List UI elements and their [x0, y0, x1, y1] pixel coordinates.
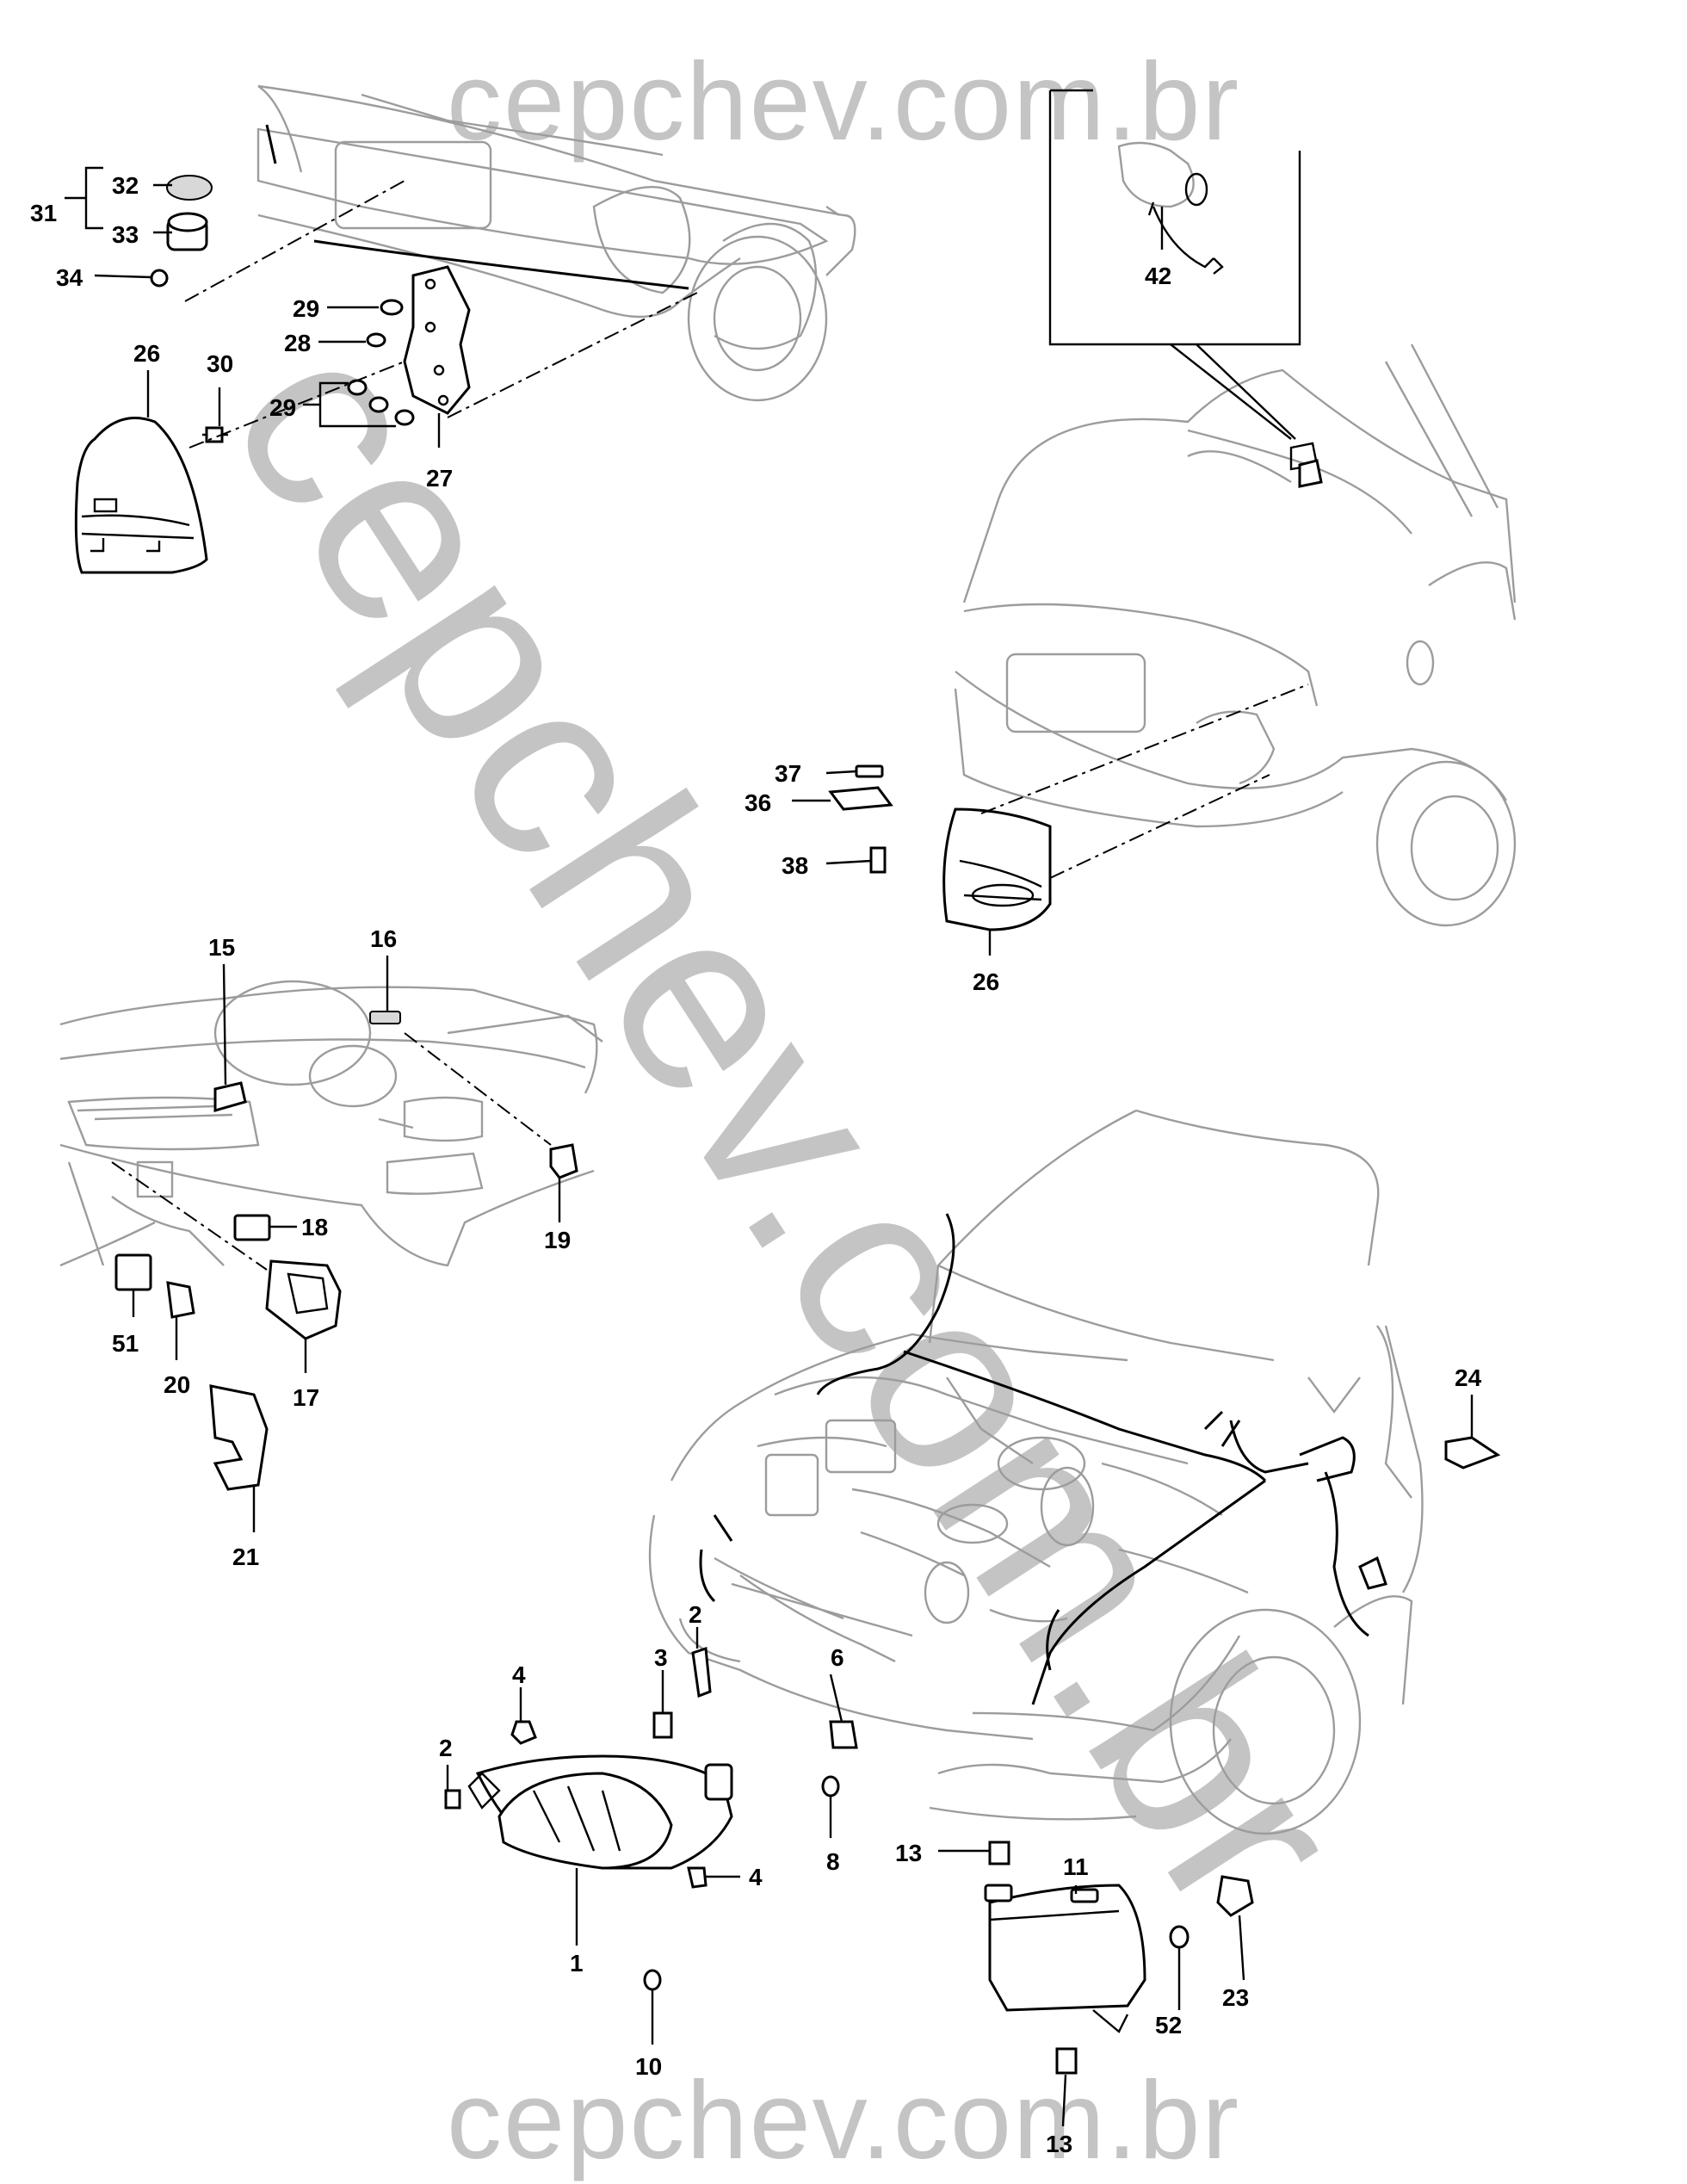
- headlamp-hardware-2-3-4-6-8-10: [444, 1646, 858, 1991]
- callout-8: 8: [826, 1848, 840, 1875]
- socket-31-32-33-screw-30: [166, 175, 228, 443]
- callout-38: 38: [782, 852, 808, 879]
- callouts: 32 31 33 34 29 28 26 30 29 27 42 37 36 3…: [30, 172, 1482, 2157]
- callout-16: 16: [370, 925, 397, 952]
- callout-21: 21: [232, 1544, 259, 1570]
- sedan-dash-lines: [980, 684, 1309, 879]
- callout-34: 34: [56, 264, 83, 291]
- callout-15: 15: [208, 934, 235, 961]
- callout-13-upper: 13: [895, 1840, 922, 1866]
- headlamp-1: [467, 1754, 733, 1870]
- callout-28: 28: [284, 330, 311, 356]
- callout-17: 17: [293, 1384, 319, 1411]
- callout-3: 3: [654, 1644, 668, 1671]
- dash-switches-15-16-19: [213, 1011, 578, 1179]
- dash-parts-17-18-20-21-51: [111, 1161, 342, 1491]
- rear-hatchback-view: [256, 84, 856, 402]
- fog-parts-13-23-24-52: [988, 1436, 1501, 2075]
- callout-23: 23: [1222, 1984, 1249, 2011]
- callout-2-lower: 2: [439, 1735, 453, 1761]
- callout-4-upper: 4: [512, 1661, 526, 1688]
- inset-box-42: [1048, 89, 1301, 440]
- callout-4-lower: 4: [749, 1864, 763, 1890]
- callout-31: 31: [30, 200, 57, 226]
- callout-37: 37: [775, 760, 801, 787]
- callout-18: 18: [301, 1214, 328, 1240]
- callout-13-lower: 13: [1046, 2131, 1072, 2157]
- callout-52: 52: [1155, 2012, 1182, 2039]
- callout-19: 19: [544, 1227, 571, 1253]
- callout-26-left: 26: [133, 340, 160, 367]
- front-engine-view: [648, 1109, 1424, 1835]
- sedan-tail-lamp-26: [942, 807, 1052, 931]
- fog-lamp-11: [984, 1884, 1146, 2033]
- dashboard-view: [59, 980, 603, 1267]
- callout-36: 36: [745, 789, 771, 816]
- callout-26-right: 26: [973, 968, 999, 995]
- callout-2-upper: 2: [689, 1601, 702, 1628]
- callout-32: 32: [112, 172, 139, 199]
- leader-lines: [65, 166, 1474, 2127]
- callout-29-bottom: 29: [269, 394, 296, 421]
- callout-6: 6: [831, 1644, 844, 1671]
- callout-29-top: 29: [293, 295, 319, 322]
- callout-24: 24: [1455, 1364, 1482, 1391]
- callout-51: 51: [112, 1330, 139, 1357]
- callout-27: 27: [426, 465, 453, 492]
- callout-10: 10: [635, 2053, 662, 2080]
- sedan-parts-36-37-38: [828, 442, 1323, 874]
- callout-33: 33: [112, 221, 139, 248]
- lamp-holder-27: [403, 265, 471, 415]
- callout-30: 30: [207, 350, 233, 377]
- rear-dash-lines: [184, 180, 698, 449]
- callout-42: 42: [1145, 263, 1171, 289]
- callout-1: 1: [570, 1950, 584, 1977]
- callout-20: 20: [164, 1371, 190, 1398]
- bulbs-28-29-34: [150, 269, 415, 426]
- callout-11: 11: [1063, 1853, 1089, 1880]
- tail-lamp-26-exploded: [74, 417, 208, 574]
